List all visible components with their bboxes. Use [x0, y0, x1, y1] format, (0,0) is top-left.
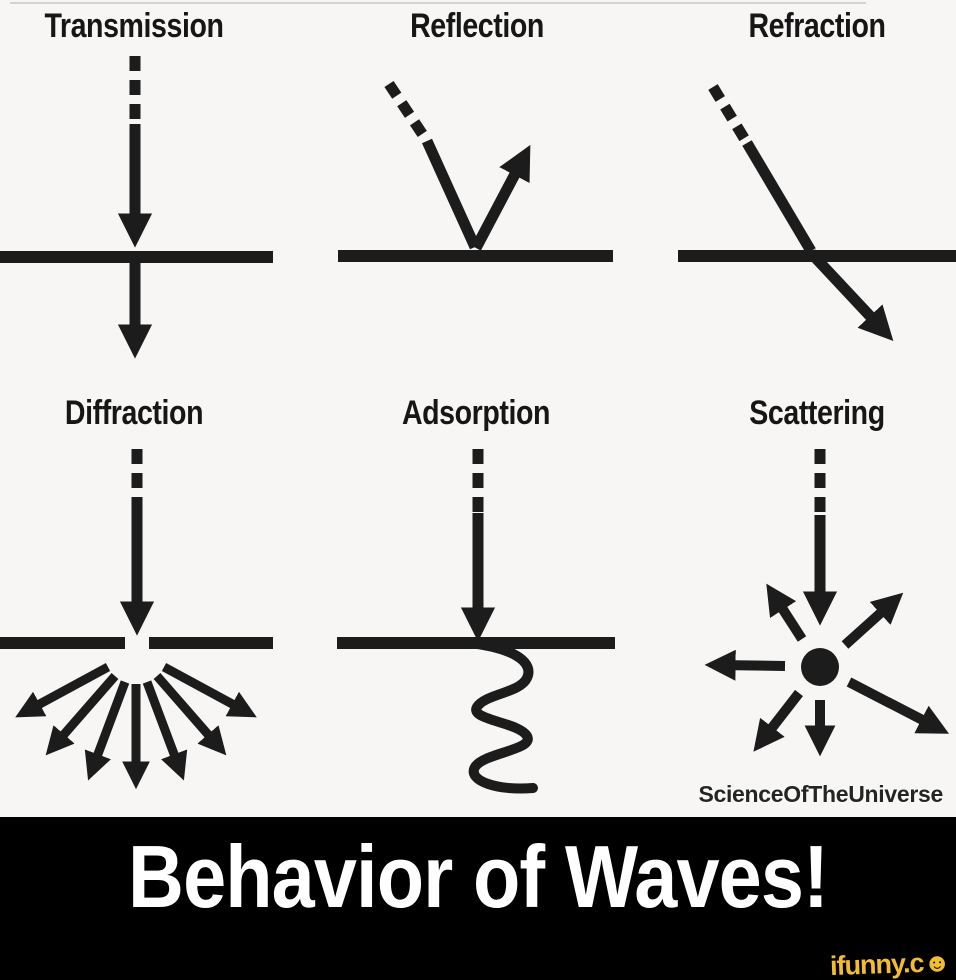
panel-title-reflection: Reflection — [410, 7, 544, 45]
adsorbed-wave-squiggle — [468, 639, 538, 794]
smiley-icon: ☻ — [923, 946, 952, 978]
diffracted-ray-fan — [15, 663, 257, 790]
panel-title-refraction: Refraction — [748, 7, 886, 45]
wave-behavior-diagram: Transmission Reflection Refraction Diffr… — [0, 7, 956, 807]
ifunny-watermark: ifunny.c☻ — [830, 947, 952, 980]
incident-ray — [421, 138, 481, 250]
refracted-ray — [806, 249, 894, 341]
incident-ray-dashed — [708, 84, 752, 146]
caption-bar: Behavior of Waves! ifunny.c☻ — [0, 817, 956, 980]
wave-diagrams-svg — [0, 56, 956, 794]
incident-ray — [742, 140, 816, 254]
top-hairline — [10, 2, 866, 4]
caption-text: Behavior of Waves! — [128, 827, 829, 926]
reflection-diagram — [338, 80, 613, 262]
panel-title-adsorption: Adsorption — [401, 394, 551, 432]
diffraction-diagram — [0, 449, 273, 790]
refraction-diagram — [678, 84, 956, 341]
ifunny-logo-text: ifunny.c — [829, 947, 925, 980]
incident-ray-dashed — [384, 80, 432, 145]
adsorption-diagram — [337, 449, 615, 794]
scattering-particle — [801, 648, 839, 686]
scattered-ray-fan — [704, 583, 950, 757]
panel-title-diffraction: Diffraction — [64, 394, 204, 432]
reflected-ray — [471, 144, 531, 251]
transmission-diagram — [0, 56, 273, 359]
panel-title-transmission: Transmission — [44, 7, 224, 45]
watermark-science-of-the-universe: ScienceOfTheUniverse — [698, 781, 943, 807]
scattering-diagram — [704, 449, 950, 757]
panel-title-scattering: Scattering — [749, 394, 885, 432]
